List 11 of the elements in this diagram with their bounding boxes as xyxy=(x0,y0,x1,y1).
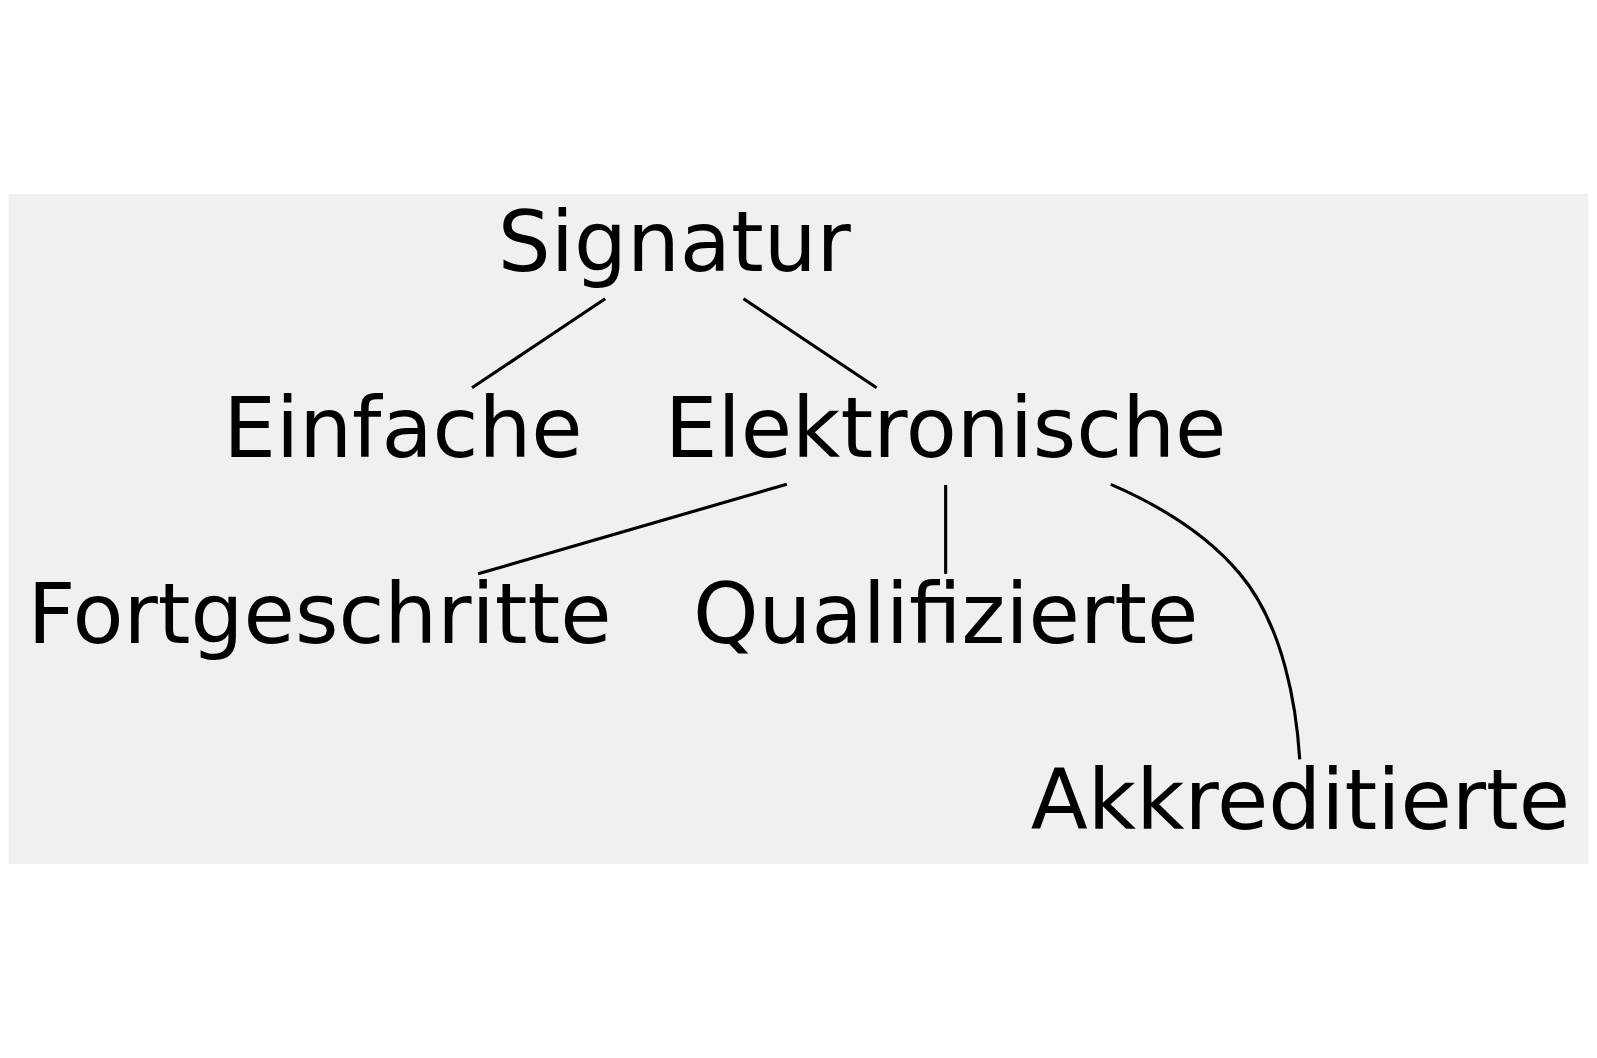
node-text: Elektronische xyxy=(664,379,1227,477)
node-text: Einfache xyxy=(223,379,583,477)
connector xyxy=(944,484,948,574)
connector xyxy=(477,482,788,576)
connector xyxy=(471,297,606,390)
node-text: Signatur xyxy=(497,194,851,292)
connector xyxy=(742,297,878,390)
node-text: Qualifizierte xyxy=(692,565,1199,663)
node-text: Fortgeschritte xyxy=(27,565,612,663)
node-text: Akkreditierte xyxy=(1030,751,1571,849)
connector xyxy=(1110,482,1302,760)
